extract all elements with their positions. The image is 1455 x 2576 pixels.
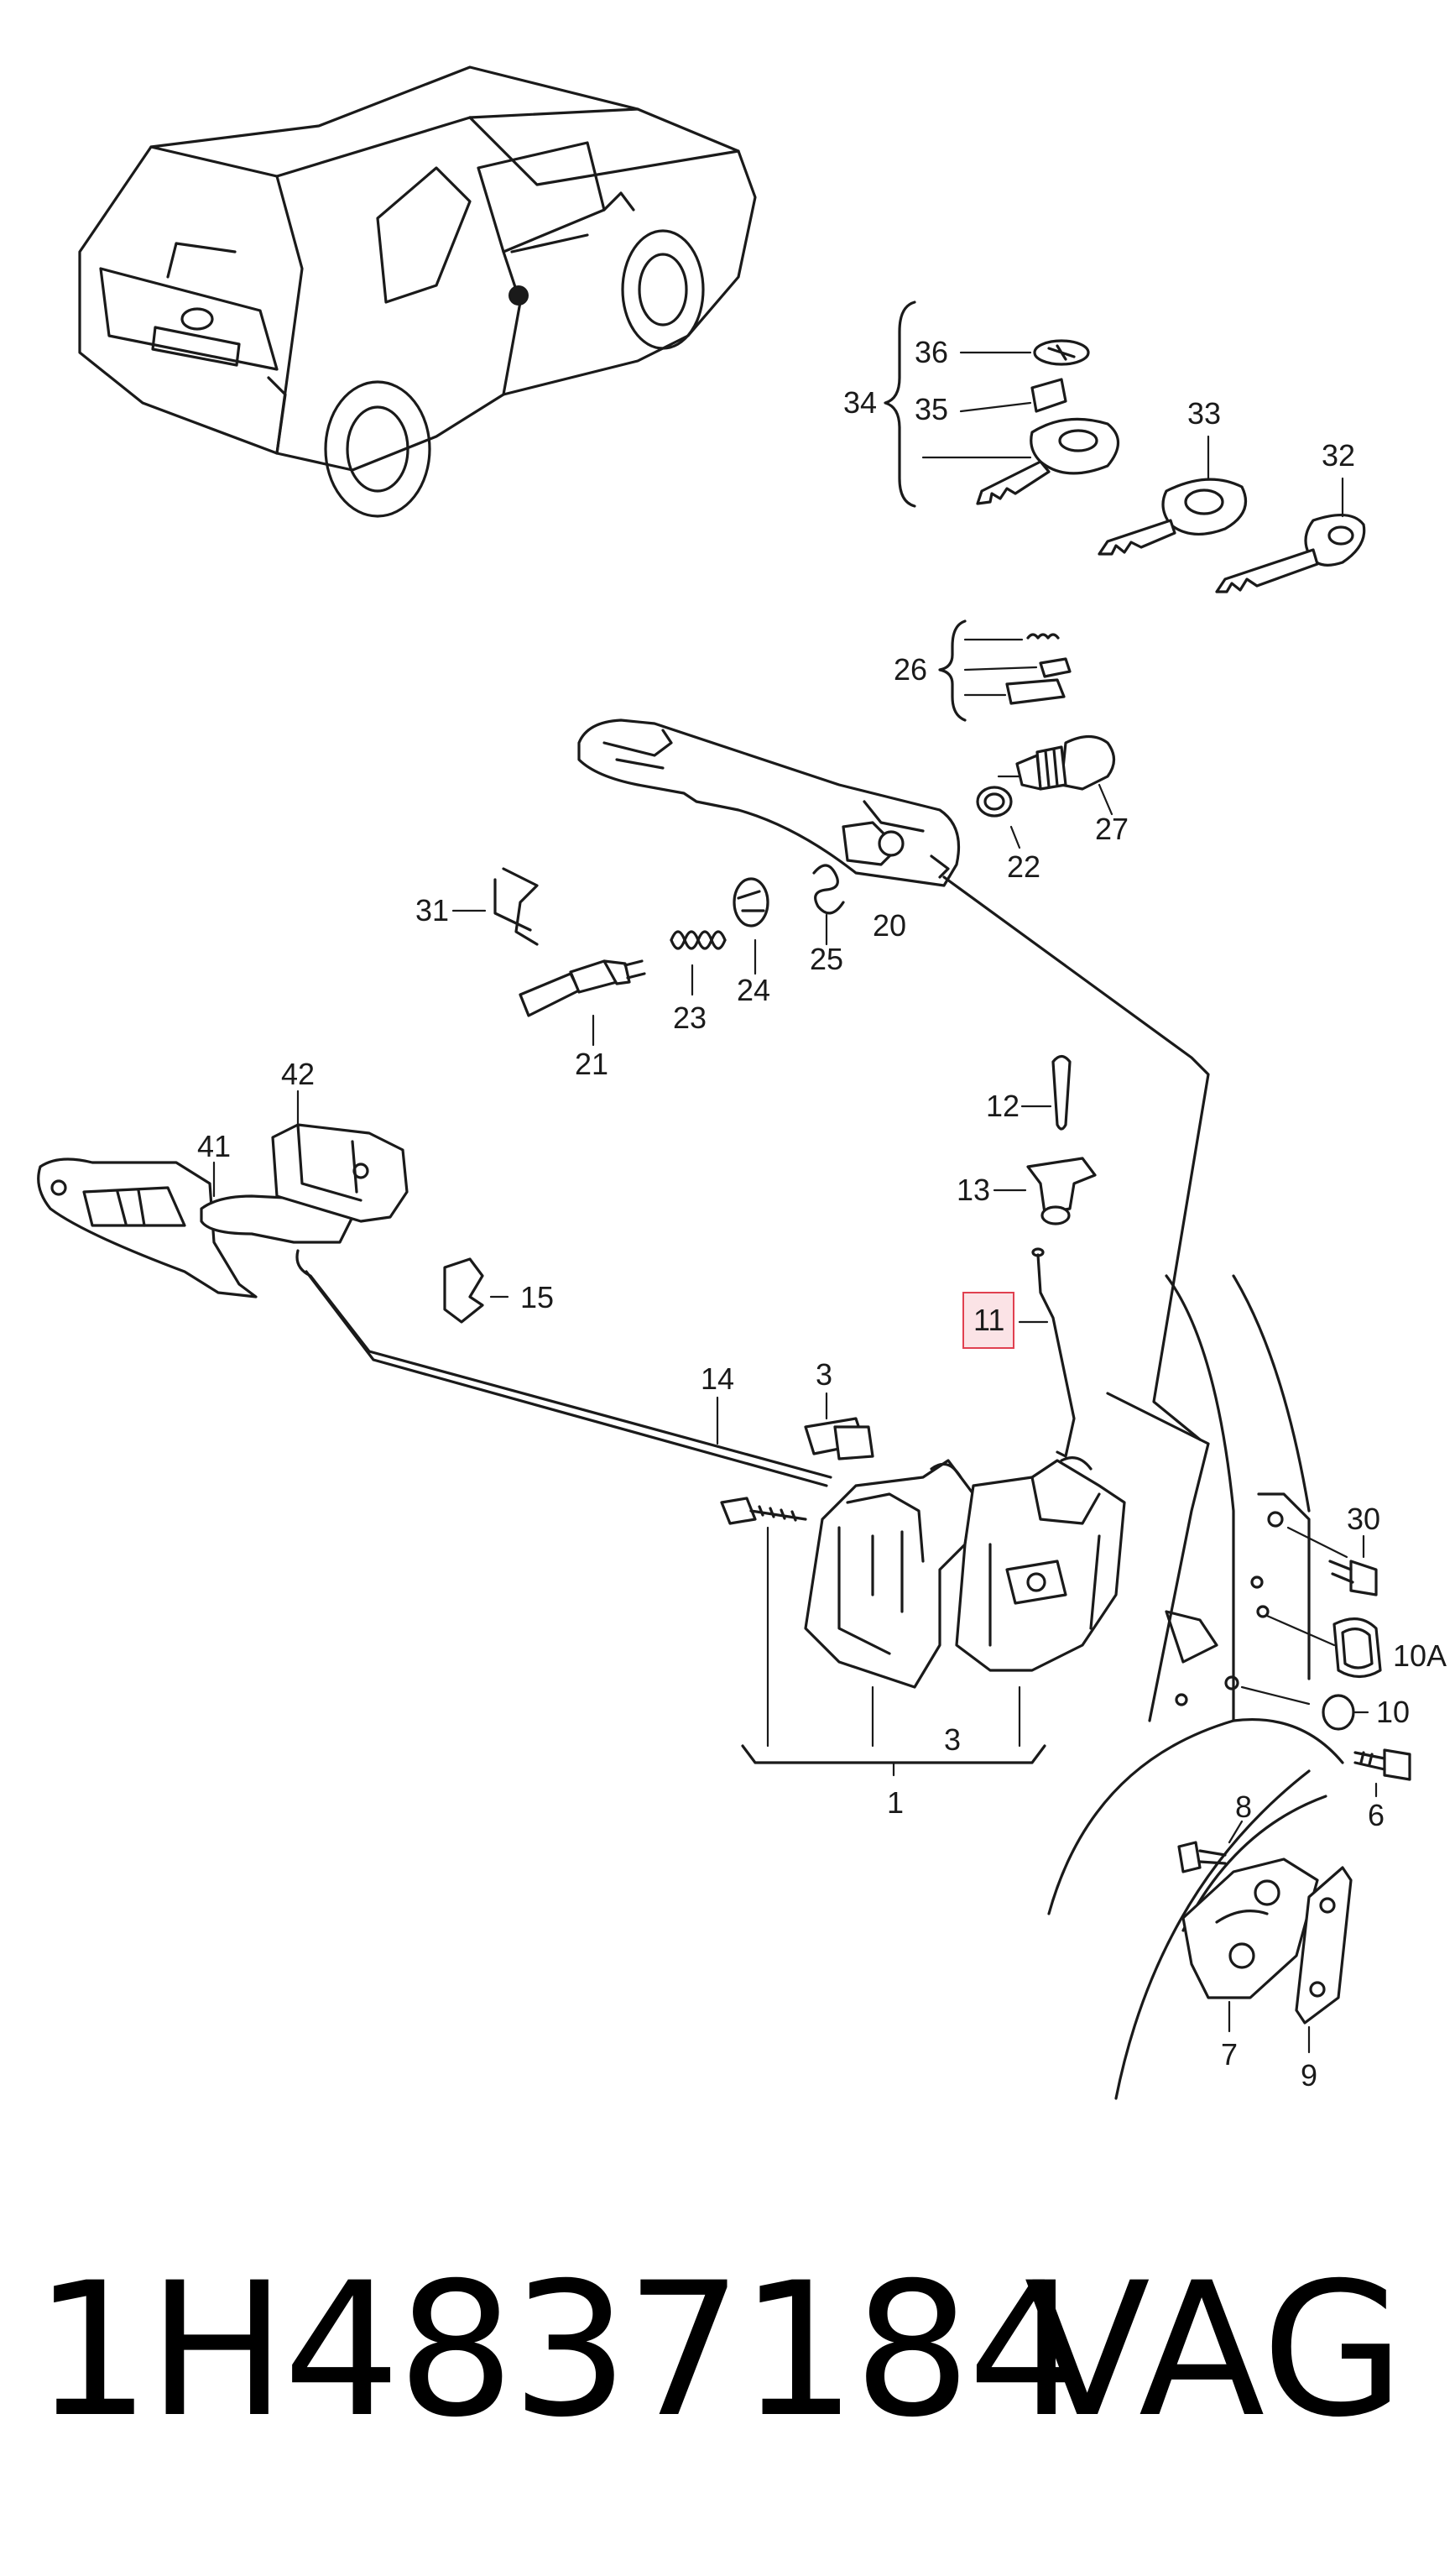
callout-26: 26: [894, 652, 927, 687]
callout-14: 14: [701, 1361, 734, 1396]
callout-30: 30: [1347, 1502, 1380, 1536]
seal-10a: [1332, 1617, 1382, 1679]
inner-handle-trim: [37, 1157, 258, 1298]
cap-10: [1322, 1694, 1369, 1731]
handle-bracket-42: [271, 1089, 409, 1223]
callout-36: 36: [915, 335, 948, 369]
rod-14: [295, 1249, 832, 1487]
callout-24: 24: [737, 973, 770, 1007]
cam-24: [733, 877, 769, 975]
ring-22: [976, 786, 1021, 849]
screw-6: [1353, 1748, 1411, 1798]
handle-rod: [942, 875, 1210, 1441]
clip-3: [804, 1392, 874, 1460]
screw-30: [1328, 1534, 1378, 1596]
plate-9: [1295, 1866, 1353, 2054]
callout-12: 12: [986, 1089, 1020, 1123]
callout-41: 41: [197, 1129, 231, 1163]
callout-20: 20: [873, 908, 906, 943]
callout-31: 31: [415, 893, 449, 927]
lock-cylinder-27: [997, 734, 1116, 816]
guide-13: [993, 1157, 1097, 1225]
callout-22: 22: [1007, 849, 1040, 884]
clip-31: [451, 867, 539, 946]
callout-6: 6: [1368, 1798, 1385, 1832]
callout-13: 13: [957, 1173, 990, 1207]
door-lock-assembly: [804, 1456, 1126, 1689]
key-set: [884, 300, 1366, 593]
callout-35: 35: [915, 392, 948, 426]
callout-34: 34: [843, 385, 877, 420]
spring-25: [812, 864, 845, 946]
lock-plunger-21: [519, 959, 646, 1047]
callout-3b: 3: [944, 1722, 961, 1757]
exploded-parts-diagram: 36 35 34 33 32 26 27 22 20 31 25 24 23 2…: [37, 65, 1447, 2100]
part-number: 1H4837184: [34, 2243, 1085, 2458]
door-frame: [1047, 1274, 1348, 2100]
callout-3a: 3: [816, 1357, 832, 1392]
callout-27: 27: [1095, 812, 1129, 846]
callout-9: 9: [1301, 2058, 1317, 2093]
callout-8: 8: [1235, 1790, 1252, 1824]
callout-11: 11: [973, 1303, 1004, 1337]
callout-21: 21: [575, 1047, 608, 1081]
striker-7: [1181, 1858, 1319, 2033]
spring-23: [670, 930, 727, 996]
callout-33: 33: [1187, 396, 1221, 431]
callout-11-highlight: 11: [962, 1292, 1014, 1349]
rod-11: [1018, 1247, 1076, 1458]
outer-door-handle: [577, 718, 961, 887]
clip-15: [443, 1257, 509, 1324]
bolt-lock: [720, 1497, 807, 1525]
callout-25: 25: [810, 942, 843, 976]
screw-8: [1177, 1820, 1244, 1873]
callout-23: 23: [673, 1001, 707, 1035]
callout-10: 10: [1376, 1695, 1410, 1729]
clip-set-26: [938, 619, 1072, 722]
callout-32: 32: [1322, 438, 1355, 473]
callout-10a: 10A: [1393, 1638, 1447, 1673]
car-illustration: [78, 65, 757, 518]
brand-label: VAG: [1024, 2243, 1405, 2458]
callout-7: 7: [1221, 2037, 1238, 2072]
bracket-1: [741, 1526, 1046, 1777]
callout-1: 1: [887, 1785, 904, 1820]
knob-12: [1020, 1054, 1072, 1131]
callout-15: 15: [520, 1280, 554, 1314]
callout-42: 42: [281, 1057, 315, 1091]
